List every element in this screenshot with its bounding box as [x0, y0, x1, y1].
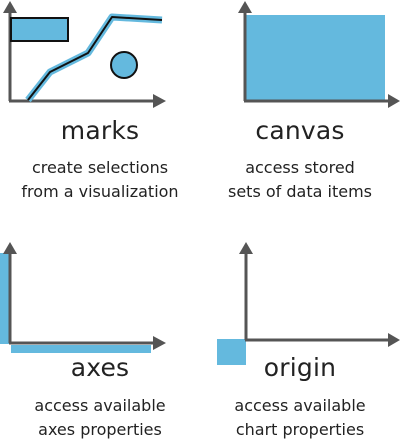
panel-description-line: axes properties [38, 420, 162, 439]
panel-canvas: canvas access stored sets of data items [200, 0, 400, 221]
canvas-area [246, 15, 385, 101]
axes-icon [0, 242, 166, 353]
panel-description: create selections from a visualization [0, 156, 200, 204]
panel-description-line: access available [234, 396, 366, 415]
y-axis-band [0, 253, 9, 344]
origin-marker [217, 339, 246, 365]
marks-icon [3, 1, 166, 108]
x-axis-arrow [153, 336, 166, 350]
panel-description-line: create selections [31, 158, 169, 177]
panel-title: origin [263, 353, 337, 382]
panel-description-line: from a visualization [21, 182, 179, 201]
origin-icon [217, 242, 400, 365]
y-axis-arrow [3, 1, 17, 13]
panel-description: access available chart properties [200, 394, 400, 442]
y-axis-arrow [3, 242, 17, 254]
panel-title: canvas [255, 116, 345, 145]
x-axis-band [11, 345, 151, 353]
panel-origin: origin access available chart properties [200, 221, 400, 442]
panel-description-line: sets of data items [228, 182, 372, 201]
panel-description-line: chart properties [235, 420, 365, 439]
panel-title: marks [60, 116, 140, 145]
panel-description-line: access available [34, 396, 166, 415]
panel-description: access available axes properties [0, 394, 200, 442]
x-axis-arrow [388, 333, 400, 347]
panel-description: access stored sets of data items [200, 156, 400, 204]
circle-mark [110, 51, 138, 79]
canvas-icon [238, 1, 400, 108]
panel-marks: marks create selections from a visualiza… [0, 0, 200, 221]
panel-title: axes [70, 353, 130, 382]
rect-mark [10, 17, 69, 42]
line-mark [27, 16, 163, 101]
x-axis-arrow [153, 94, 166, 108]
y-axis-arrow [239, 242, 253, 254]
panel-axes: axes access available axes properties [0, 221, 200, 442]
y-axis-arrow [238, 1, 252, 13]
panel-description-line: access stored [245, 158, 355, 177]
x-axis-arrow [388, 94, 400, 108]
